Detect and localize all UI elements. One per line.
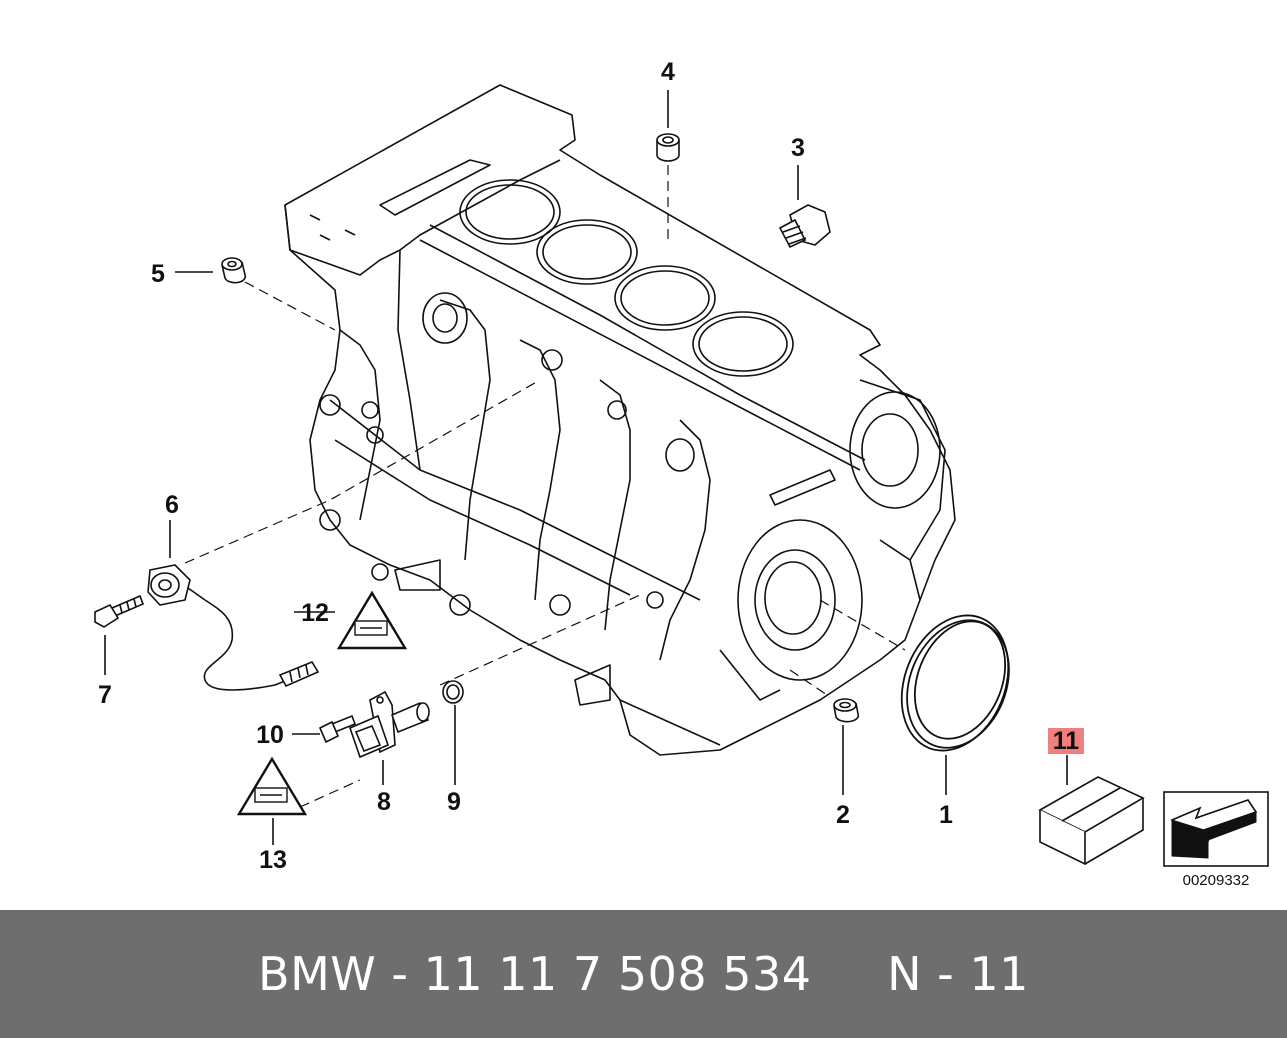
direction-arrow-icon [1163, 791, 1269, 867]
part-number-caption: BMW - 11 11 7 508 534 N - 11 [258, 947, 1029, 1001]
callout-4: 4 [661, 58, 675, 86]
crank-sensor-part [349, 690, 430, 759]
engine-block-drawing [284, 84, 956, 756]
callout-5: 5 [151, 260, 165, 288]
callout-13: 13 [259, 846, 287, 874]
callout-9: 9 [447, 788, 461, 816]
leader-lines [184, 165, 906, 808]
figure-number: 00209332 [1183, 872, 1250, 889]
dowel-sleeve-part [656, 133, 680, 162]
bolt-part [94, 594, 145, 628]
callout-11: 11 [1053, 727, 1080, 755]
callout-12: 12 [301, 599, 329, 627]
highlight-marker [1048, 728, 1084, 754]
knock-sensor-part [147, 564, 320, 691]
footer-bar: BMW - 11 11 7 508 534 N - 11 [0, 910, 1287, 1038]
screw-part [318, 714, 357, 744]
package-box-part [1038, 776, 1145, 866]
dowel-sleeve-left-part [221, 257, 247, 284]
callout-1: 1 [939, 801, 953, 829]
shaft-seal-part [900, 614, 1010, 752]
callout-leaders [104, 90, 1068, 845]
callout-10: 10 [256, 721, 284, 749]
warning-triangle-13-icon [236, 756, 308, 816]
warning-triangle-12-icon [336, 590, 408, 650]
parts-diagram: 4 3 5 6 12 7 10 8 9 2 1 11 13 00209332 [94, 58, 1269, 889]
callout-7: 7 [98, 681, 112, 709]
callout-6: 6 [165, 491, 179, 519]
callout-3: 3 [791, 134, 805, 162]
o-ring-part [442, 680, 464, 704]
callout-2: 2 [836, 801, 850, 829]
callout-8: 8 [377, 788, 391, 816]
dowel-sleeve-lower-part [833, 698, 860, 723]
drain-plug-part [778, 204, 831, 249]
